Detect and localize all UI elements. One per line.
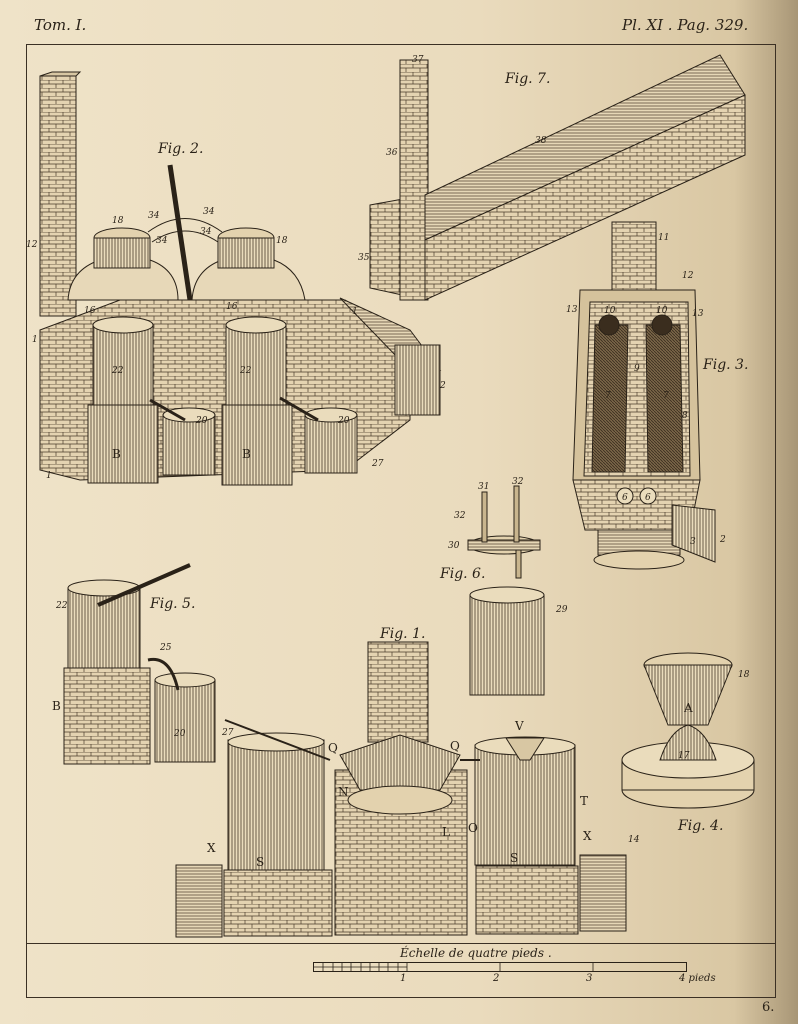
fig4-caption: Fig. 4. bbox=[677, 818, 723, 834]
ref-label: 9 bbox=[634, 364, 640, 374]
ref-label: 20 bbox=[173, 729, 186, 739]
ref-letter: X bbox=[583, 829, 592, 843]
ref-label: 22 bbox=[55, 601, 68, 611]
scale-tick: 4 pieds bbox=[679, 973, 716, 984]
ref-label: 34 bbox=[203, 207, 215, 217]
ref-label: 38 bbox=[535, 136, 547, 146]
scale-tick: 3 bbox=[586, 973, 593, 984]
ref-letter: B bbox=[242, 447, 251, 461]
scale-bar bbox=[313, 962, 687, 972]
ref-label: 12 bbox=[26, 240, 38, 250]
plate-frame bbox=[26, 44, 776, 998]
ref-letter: V bbox=[514, 719, 524, 733]
ref-label: 10 bbox=[604, 306, 616, 316]
figure-6-cover-and-vessel bbox=[467, 485, 545, 696]
ref-label: 14 bbox=[628, 835, 640, 845]
ref-label: 16 bbox=[84, 306, 96, 316]
ref-label: 37 bbox=[412, 55, 424, 65]
scale-title: Échelle de quatre pieds . bbox=[400, 946, 552, 960]
ref-label: 18 bbox=[112, 216, 124, 226]
ref-letter: A bbox=[683, 701, 693, 715]
figure-4-vessel-and-base bbox=[621, 652, 755, 809]
fig3-caption: Fig. 3. bbox=[702, 357, 748, 373]
fig6-caption: Fig. 6. bbox=[439, 566, 485, 582]
ref-label: 30 bbox=[448, 541, 460, 551]
ref-label: 31 bbox=[478, 482, 489, 492]
fig5-caption: Fig. 5. bbox=[149, 596, 195, 612]
ref-label: 2 bbox=[719, 535, 726, 545]
ref-label: 1 bbox=[32, 335, 38, 345]
fig1-caption: Fig. 1. bbox=[379, 626, 425, 642]
ref-letter: B bbox=[52, 699, 61, 713]
ref-letter: N bbox=[338, 785, 349, 799]
ref-label: 34 bbox=[200, 227, 212, 237]
ref-label: 7 bbox=[663, 391, 669, 401]
ref-label: 35 bbox=[358, 253, 370, 263]
scale-tick: 1 bbox=[400, 973, 407, 984]
ref-label: 1 bbox=[46, 471, 52, 481]
scale-separator bbox=[26, 943, 776, 944]
ref-label: 29 bbox=[555, 605, 568, 615]
ref-label: 18 bbox=[738, 670, 750, 680]
ref-label: 27 bbox=[221, 728, 234, 738]
ref-label: 22 bbox=[239, 366, 252, 376]
page-number: 6. bbox=[762, 1000, 775, 1015]
tome-header: Tom. I. bbox=[34, 16, 87, 34]
ref-label: 2 bbox=[439, 381, 446, 391]
ref-letter: T bbox=[580, 794, 588, 808]
ref-label: 34 bbox=[156, 236, 168, 246]
ref-label: 13 bbox=[692, 309, 704, 319]
ref-label: 3 bbox=[690, 537, 696, 547]
scale-tick: 2 bbox=[493, 973, 500, 984]
ref-letter: O bbox=[468, 821, 478, 835]
ref-label: 36 bbox=[386, 148, 398, 158]
ref-label: 17 bbox=[678, 751, 690, 761]
figure-7-long-furnace bbox=[369, 54, 746, 301]
ref-letter: Q bbox=[450, 739, 460, 753]
ref-label: 32 bbox=[512, 477, 524, 487]
ref-letter: X bbox=[207, 841, 216, 855]
ref-letter: S bbox=[510, 851, 518, 865]
ref-label: 10 bbox=[656, 306, 668, 316]
ref-label: 12 bbox=[682, 271, 694, 281]
figure-2-furnace-group bbox=[39, 71, 442, 486]
ref-label: 32 bbox=[454, 511, 466, 521]
ref-label: 13 bbox=[566, 305, 578, 315]
ref-label: 22 bbox=[111, 366, 124, 376]
ref-label: 20 bbox=[337, 416, 350, 426]
ref-label: 18 bbox=[276, 236, 288, 246]
ref-label: 16 bbox=[226, 302, 238, 312]
plate-header: Pl. XI . Pag. 329. bbox=[622, 16, 749, 34]
ref-label: 20 bbox=[195, 416, 208, 426]
ref-label: 6 bbox=[645, 493, 651, 503]
figure-5-still-detail bbox=[63, 563, 216, 765]
ref-letter: L bbox=[442, 825, 450, 839]
ref-letter: Q bbox=[328, 741, 338, 755]
figure-3-furnace-section bbox=[572, 221, 716, 570]
ref-label: 34 bbox=[148, 211, 160, 221]
ref-label: 27 bbox=[371, 459, 384, 469]
figure-1-apparatus bbox=[175, 641, 627, 938]
ref-label: 7 bbox=[605, 391, 611, 401]
ref-label: 8 bbox=[682, 411, 688, 421]
ref-label: 11 bbox=[658, 233, 669, 243]
ref-letter: B bbox=[112, 447, 121, 461]
ref-label: 25 bbox=[159, 643, 172, 653]
ref-label: 1 bbox=[352, 307, 358, 317]
fig7-caption: Fig. 7. bbox=[504, 71, 550, 87]
fig2-caption: Fig. 2. bbox=[157, 141, 203, 157]
ref-letter: S bbox=[256, 855, 264, 869]
ref-label: 6 bbox=[622, 493, 628, 503]
